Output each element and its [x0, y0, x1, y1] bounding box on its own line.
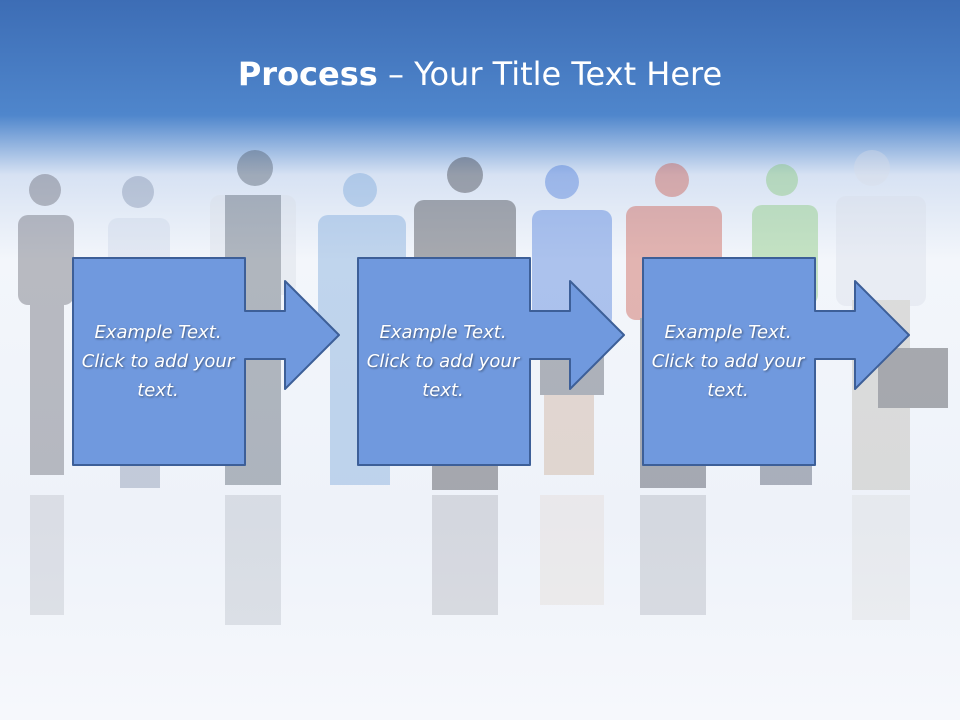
title-bold: Process: [237, 55, 378, 93]
process-step-3[interactable]: Example Text. Click to add your text.: [642, 257, 960, 467]
step-3-text[interactable]: Example Text. Click to add your text.: [651, 321, 805, 401]
slide-title[interactable]: Process – Your Title Text Here: [0, 52, 960, 96]
process-step-1[interactable]: Example Text. Click to add your text.: [72, 257, 412, 467]
photo-reflection: [30, 495, 910, 625]
person-figure: [18, 174, 74, 475]
title-rest: – Your Title Text Here: [377, 55, 723, 93]
process-step-2[interactable]: Example Text. Click to add your text.: [357, 257, 697, 467]
step-arrow-shape: [72, 257, 340, 466]
step-1-text[interactable]: Example Text. Click to add your text.: [81, 321, 235, 401]
step-arrow-shape: [357, 257, 625, 466]
step-arrow-shape: [642, 257, 910, 466]
step-2-text[interactable]: Example Text. Click to add your text.: [366, 321, 520, 401]
